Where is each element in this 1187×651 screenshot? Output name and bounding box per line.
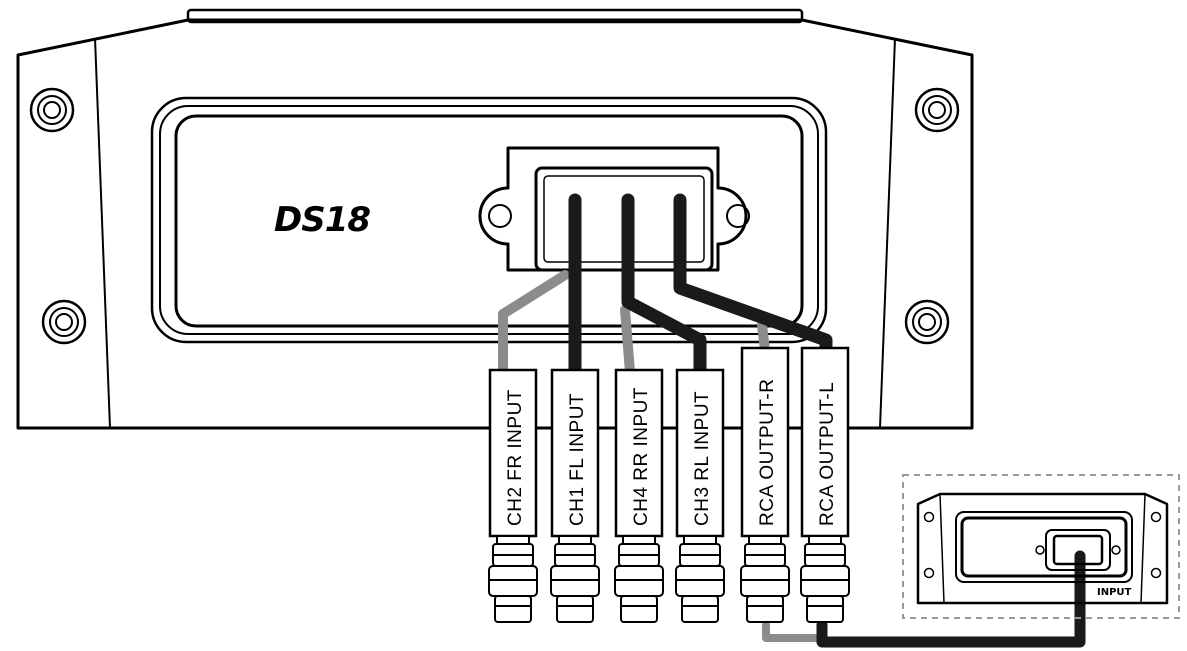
right-panel-seam: [879, 37, 896, 429]
label-box-ch4-rr: [614, 368, 664, 538]
front-panel-outer: [150, 96, 828, 344]
wire-ch3-rl: [621, 193, 707, 379]
rca-plug-ch1-fl: [550, 535, 600, 623]
front-panel-inner: [174, 114, 804, 328]
connector-flange: [478, 146, 748, 272]
label-box-ch1-fl: [550, 368, 600, 538]
rca-plugs: [488, 535, 850, 623]
cable-label-rca-l: RCA OUTPUT-L: [817, 382, 838, 526]
mounting-hole: [29, 87, 75, 133]
connector-screw-right: [726, 204, 750, 228]
connector-screw-left: [488, 204, 512, 228]
wire-rca-l: [673, 193, 833, 357]
cable-label-ch4-rr: CH4 RR INPUT: [631, 387, 652, 526]
front-panel-mid: [159, 105, 819, 335]
label-box-rca-r: [740, 346, 790, 538]
cable-label-ch3-rl: CH3 RL INPUT: [692, 391, 713, 526]
wire-rca-r-out: [762, 621, 826, 642]
cable-label-ch1-fl: CH1 FL INPUT: [567, 393, 588, 526]
mounting-hole: [41, 299, 87, 345]
rca-plug-ch4-rr: [614, 535, 664, 623]
rca-plug-rca-l: [800, 535, 850, 623]
secondary-input-label: INPUT: [1097, 587, 1132, 598]
label-box-rca-l: [800, 346, 850, 538]
secondary-amplifier-inset: INPUT: [902, 474, 1180, 619]
cable-label-rca-r: RCA OUTPUT-R: [757, 379, 778, 526]
brand-logo: DS18: [274, 200, 370, 240]
rca-plug-rca-r: [740, 535, 790, 623]
secondary-input-port: [1045, 529, 1111, 571]
left-panel-seam: [94, 37, 111, 429]
label-box-ch3-rl: [675, 368, 725, 538]
cable-label-ch2-fr: CH2 FR INPUT: [505, 389, 526, 526]
wire-ch4-rr: [620, 305, 635, 377]
wire-harness: [498, 193, 1086, 648]
mounting-hole: [914, 87, 960, 133]
inset-border: [902, 474, 1180, 619]
amplifier-top-rim: [186, 8, 804, 24]
label-box-ch2-fr: [488, 368, 538, 538]
wire-rca-r: [757, 320, 770, 355]
rca-plug-ch3-rl: [675, 535, 725, 623]
mounting-hole: [904, 299, 950, 345]
wire-ch2-fr: [498, 270, 570, 377]
rca-plug-ch2-fr: [488, 535, 538, 623]
wire-rca-l-out: [816, 550, 1086, 648]
